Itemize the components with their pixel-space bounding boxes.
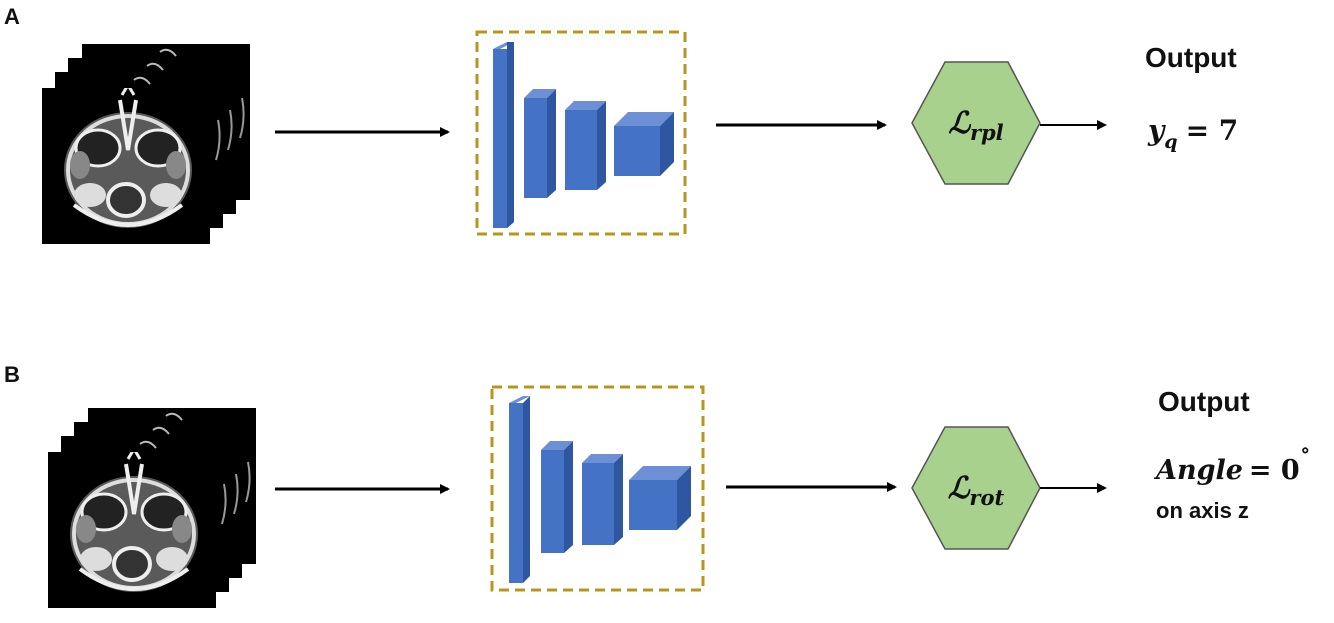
- loss-node-rot: ℒrot: [911, 426, 1041, 550]
- cnn-encoder: [490, 385, 705, 592]
- panel-label: A: [4, 4, 20, 29]
- cnn-block-1: [493, 42, 514, 228]
- output-variable: Angle: [1153, 455, 1243, 486]
- loss-symbol: ℒ: [948, 471, 971, 506]
- loss-subscript: rpl: [970, 120, 1004, 145]
- ct-slice-stack: [42, 44, 250, 244]
- slice-edge-hints: [139, 412, 183, 449]
- cnn-block-3: [565, 101, 606, 190]
- output-axis-note: on axis z: [1156, 498, 1249, 523]
- output-value: yq = 7: [1147, 114, 1238, 153]
- output-equation: = 7: [1186, 114, 1239, 147]
- ct-head-image: [64, 88, 192, 228]
- ct-slice-stack: [48, 408, 256, 608]
- degree-symbol: ˚: [1300, 447, 1311, 473]
- output-variable: y: [1147, 114, 1166, 147]
- cnn-block-2: [524, 89, 556, 198]
- cnn-block-2: [541, 441, 573, 553]
- cnn-block-4: [629, 466, 691, 530]
- output-title: Output: [1158, 386, 1250, 417]
- cnn-block-3: [582, 454, 623, 545]
- loss-subscript: rot: [969, 485, 1004, 510]
- cnn-dashed-border: [475, 30, 687, 236]
- panel-label: B: [4, 362, 20, 387]
- panel-a: A: [4, 4, 1238, 244]
- panel-b: B: [4, 362, 1311, 608]
- output-title: Output: [1145, 42, 1237, 73]
- svg-text:ℒrot: ℒrot: [948, 471, 1005, 510]
- svg-text:ℒrpl: ℒrpl: [948, 106, 1003, 145]
- cnn-encoder: [475, 30, 687, 236]
- ct-head-image: [70, 452, 198, 592]
- cnn-block-1: [509, 396, 530, 583]
- output-value: Angle= 0˚: [1153, 447, 1311, 486]
- loss-hexagon: [911, 61, 1041, 185]
- output-variable-subscript: q: [1164, 131, 1177, 153]
- slice-edge-hints: [133, 48, 177, 85]
- cnn-dashed-border: [490, 385, 705, 592]
- loss-symbol: ℒ: [948, 106, 971, 141]
- output-equation: = 0: [1249, 455, 1300, 486]
- loss-node-rpl: ℒrpl: [911, 61, 1041, 185]
- cnn-block-4: [614, 112, 674, 176]
